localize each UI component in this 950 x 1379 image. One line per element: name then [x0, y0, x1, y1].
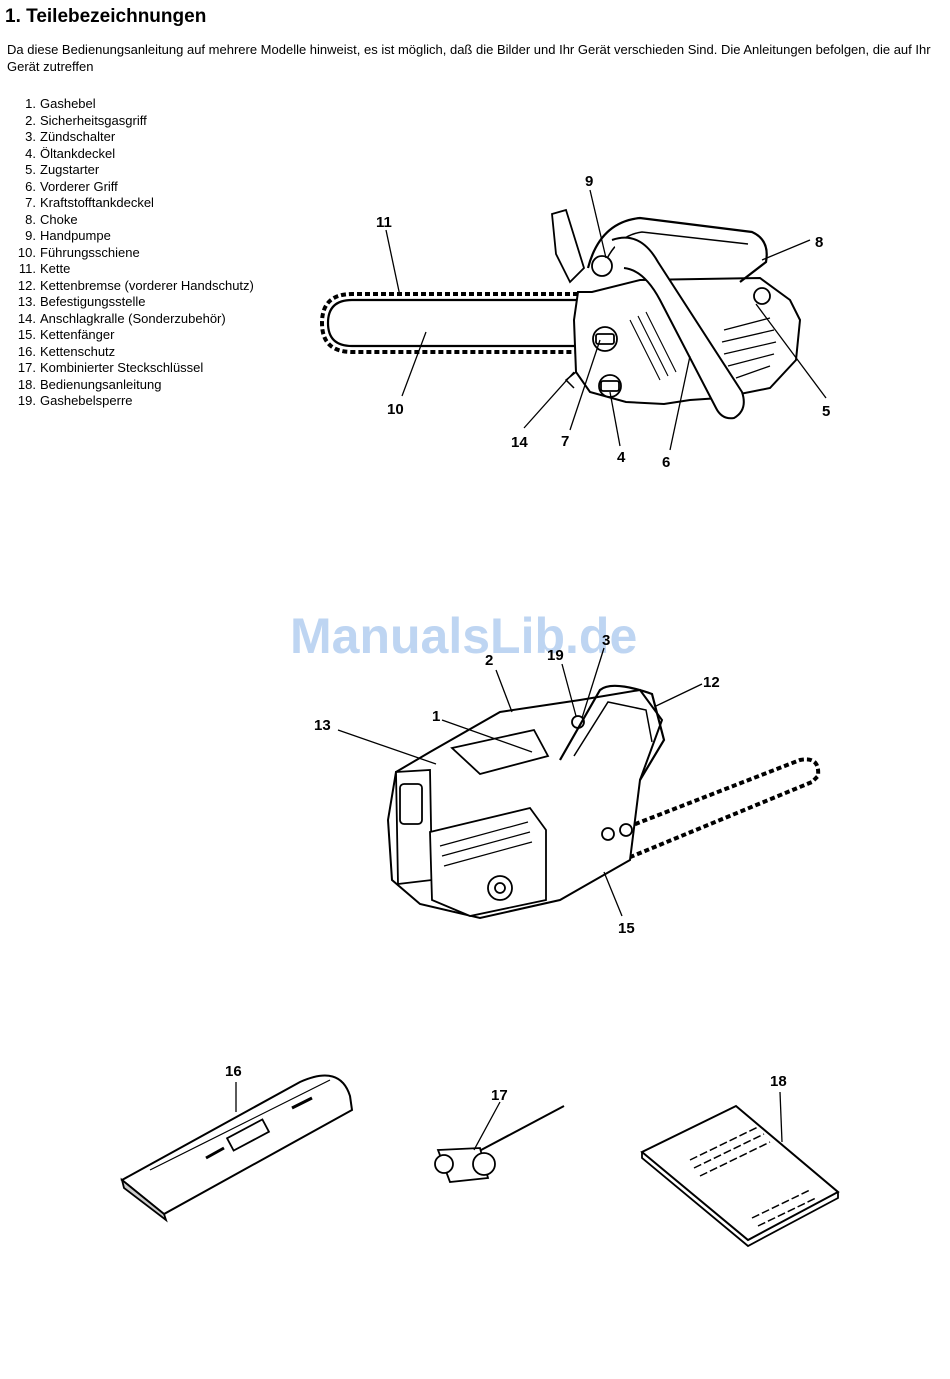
item-label: Befestigungsstelle	[40, 294, 146, 309]
callout-5: 5	[822, 403, 830, 420]
list-item: 18.Bedienungsanleitung	[10, 377, 254, 394]
item-number: 5.	[25, 162, 36, 177]
item-label: Vorderer Griff	[40, 178, 118, 194]
callout-8: 8	[815, 234, 823, 251]
list-item: 19. Gashebelsperre	[10, 393, 254, 410]
item-number: 6.	[25, 178, 36, 194]
item-label: Kettenschutz	[40, 343, 116, 359]
item-label: Öltankdeckel	[40, 145, 116, 161]
item-label: Bedienungsanleitung	[40, 376, 162, 392]
callout-4: 4	[617, 449, 626, 466]
manual-booklet-drawing	[640, 1091, 840, 1248]
item-number: 16.	[17, 343, 36, 359]
callout-12: 12	[703, 674, 720, 691]
list-item: 11. Kette	[10, 261, 254, 278]
item-number: 4.	[25, 145, 36, 161]
item-label: Choke	[40, 211, 78, 227]
item-number: 18.	[17, 376, 36, 392]
chainsaw-side-view	[319, 189, 827, 451]
list-item: 3. Zündschalter	[10, 129, 254, 146]
callout-13: 13	[314, 717, 331, 734]
list-item: 2.Sicherheitsgasgriff	[10, 113, 254, 130]
item-number: 17.	[17, 360, 36, 375]
list-item: 15. Kettenfänger	[10, 327, 254, 344]
item-label: Sicherheitsgasgriff	[40, 112, 147, 128]
item-label: Führungsschiene	[40, 244, 140, 260]
callouts-figure1: 11 9 8 10 5 14 7 4 6	[376, 173, 830, 471]
list-item: 9. Handpumpe	[10, 228, 254, 245]
combination-wrench-drawing	[434, 1101, 565, 1183]
callouts-figure2: 2 19 3 12 13 1 15	[314, 632, 720, 937]
chain-drawing	[619, 757, 821, 860]
callout-3: 3	[602, 632, 610, 649]
item-label: Kraftstofftankdeckel	[40, 195, 154, 210]
callout-2: 2	[485, 652, 493, 669]
list-item: 5. Zugstarter	[10, 162, 254, 179]
item-number: 14.	[17, 310, 36, 326]
page-title: 1. Teilebezeichnungen	[5, 6, 207, 27]
item-number: 8.	[25, 211, 36, 227]
item-label: Kombinierter Steckschlüssel	[40, 360, 204, 375]
item-number: 10.	[17, 244, 36, 260]
item-number: 11.	[18, 261, 36, 276]
callout-1: 1	[432, 708, 440, 725]
list-item: 8.Choke	[10, 212, 254, 229]
list-item: 16.Kettenschutz	[10, 344, 254, 361]
engine-body-drawing	[551, 208, 802, 420]
list-item: 17. Kombinierter Steckschlüssel	[10, 360, 254, 377]
chain-cover-drawing	[120, 1074, 354, 1223]
list-item: 1. Gashebel	[10, 96, 254, 113]
item-label: Kette	[40, 261, 71, 276]
item-number: 7.	[25, 195, 36, 210]
accessories	[120, 1074, 840, 1248]
list-item: 6.Vorderer Griff	[10, 179, 254, 196]
callout-7: 7	[561, 433, 569, 450]
callout-10: 10	[387, 401, 404, 418]
list-item: 4.Öltankdeckel	[10, 146, 254, 163]
callout-17: 17	[491, 1087, 508, 1104]
item-label: Gashebelsperre	[40, 393, 133, 408]
list-item: 12.Kettenbremse (vorderer Handschutz)	[10, 278, 254, 295]
callout-19: 19	[547, 647, 564, 664]
list-item: 14.Anschlagkralle (Sonderzubehör)	[10, 311, 254, 328]
item-number: 1.	[25, 96, 36, 111]
leader-lines-figure2	[337, 647, 703, 917]
guide-bar-drawing	[319, 292, 586, 354]
item-label: Kettenbremse (vorderer Handschutz)	[40, 277, 254, 293]
item-label: Zündschalter	[40, 129, 116, 144]
item-label: Anschlagkralle (Sonderzubehör)	[40, 310, 226, 326]
item-number: 2.	[25, 112, 36, 128]
item-number: 3.	[25, 129, 36, 144]
list-item: 7. Kraftstofftankdeckel	[10, 195, 254, 212]
callout-6: 6	[662, 454, 670, 471]
watermark-logo: ManualsLib.de	[290, 608, 637, 664]
item-label: Kettenfänger	[40, 327, 115, 342]
item-label: Zugstarter	[40, 162, 100, 177]
body-drawing	[386, 684, 666, 920]
callout-16: 16	[225, 1063, 242, 1080]
chainsaw-rear-view	[337, 647, 821, 920]
callout-15: 15	[618, 920, 635, 937]
item-number: 19.	[17, 393, 36, 408]
callout-9: 9	[585, 173, 593, 190]
item-label: Handpumpe	[40, 228, 111, 243]
list-item: 13. Befestigungsstelle	[10, 294, 254, 311]
callout-11: 11	[376, 214, 392, 231]
item-number: 12.	[17, 277, 36, 293]
item-number: 9.	[25, 228, 36, 243]
callout-14: 14	[511, 434, 528, 451]
callout-18: 18	[770, 1073, 787, 1090]
item-label: Gashebel	[40, 96, 96, 111]
item-number: 15.	[17, 327, 36, 342]
parts-list: 1. Gashebel 2.Sicherheitsgasgriff 3. Zünds…	[10, 96, 254, 410]
item-number: 13.	[17, 294, 36, 309]
list-item: 10.Führungsschiene	[10, 245, 254, 262]
leader-lines-figure1	[385, 189, 827, 451]
callouts-figure3: 16 17 18	[225, 1063, 787, 1104]
intro-paragraph: Da diese Bedienungsanleitung auf mehrere…	[7, 42, 931, 74]
